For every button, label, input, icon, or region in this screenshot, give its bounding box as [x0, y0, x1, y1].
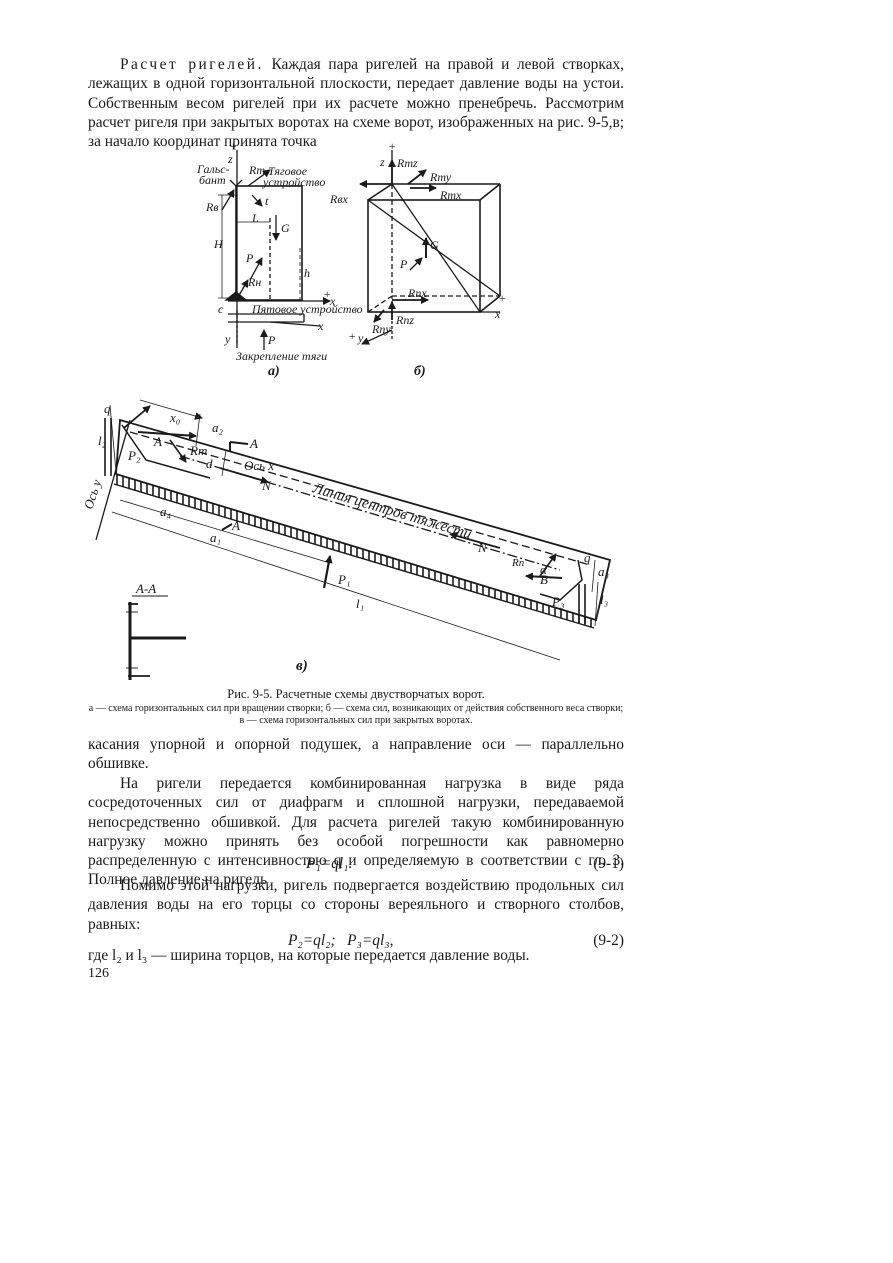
- figure-9-5: + z Гальс- бант Rт Тяговое устройство Rв…: [81, 139, 612, 680]
- figure-title: Рис. 9-5. Расчетные схемы двустворчатых …: [227, 687, 485, 701]
- fig-a-pull-device-2: устройство: [262, 175, 325, 189]
- fig-a-galsband: Гальс-: [196, 162, 230, 176]
- fig-a-plus: +: [229, 139, 237, 153]
- fig-a-rn: Rн: [247, 275, 261, 289]
- paragraph-longitudinal: Помимо этой нагрузки, ригель подвергаетс…: [88, 877, 624, 933]
- fig-a-label: а): [268, 364, 280, 379]
- fig-b-z: z: [379, 155, 385, 169]
- fig-c-q-left: q: [104, 401, 111, 416]
- fig-c-p2: P₂: [127, 448, 141, 463]
- subfigure-a-labels: + z Гальс- бант Rт Тяговое устройство Rв…: [196, 139, 363, 379]
- fig-a-galsband-2: бант: [199, 173, 226, 187]
- fig-c-n-right: N: [477, 540, 488, 555]
- fig-c-a3: a₃: [598, 564, 609, 579]
- fig-c-label: в): [296, 658, 308, 674]
- fig-b-plus-y: +: [348, 329, 356, 343]
- fig-c-n-top: N: [261, 478, 272, 493]
- fig-c-p3: P₃: [551, 594, 564, 609]
- fig-b-rtx: Rтх: [439, 188, 462, 202]
- fig-c-a-force: A: [153, 434, 162, 449]
- fig-b-rtz: Rтz: [396, 156, 418, 170]
- fig-b-x: x: [494, 307, 501, 321]
- fig-c-a-section-bottom: А: [231, 518, 240, 533]
- fig-b-rny: Rпу: [371, 322, 391, 336]
- fig-c-a2: a₂: [212, 420, 224, 435]
- fig-b-rnz: Rпz: [395, 313, 414, 327]
- fig-a-t: t: [265, 194, 269, 208]
- section-lead: Расчет ригелей.: [120, 56, 264, 73]
- fig-a-heel-device: Пятовое устройство: [251, 302, 363, 316]
- fig-a-h-small: h: [304, 266, 310, 280]
- fig-c-alpha: α: [540, 562, 548, 577]
- fig-b-rty: Rту: [429, 170, 452, 184]
- fig-c-axis-y: Ось y: [81, 477, 105, 510]
- fig-b-label: б): [414, 364, 426, 379]
- paragraph-intro: Расчет ригелей. Каждая пара ригелей на п…: [88, 55, 624, 151]
- fig-a-c: c: [218, 302, 224, 316]
- fig-b-p: P: [399, 257, 408, 271]
- paragraph-intro-text: Каждая пара ригелей на правой и левой ст…: [88, 56, 624, 151]
- fig-a-pull-device-1: Тяговое: [268, 164, 308, 178]
- paragraph-continuation: касания упорной и опорной подушек, а нап…: [88, 736, 624, 773]
- fig-c-x0: x₀: [169, 410, 180, 425]
- fig-c-section-label: А-А: [135, 581, 156, 596]
- fig-a-rb: Rв: [205, 200, 219, 214]
- fig-c-rn: Rп: [511, 557, 525, 569]
- paragraph-load: На ригели передается комбинированная наг…: [88, 775, 624, 889]
- fig-c-p1: P₁: [337, 572, 350, 587]
- fig-b-plus: +: [388, 139, 396, 153]
- formula-9-2-expression: P₂=ql₂; P₃=ql₃,: [288, 932, 394, 949]
- fig-a-g: G: [281, 221, 290, 235]
- formula-9-2: P₂=ql₂; P₃=ql₃, (9-2): [88, 931, 624, 951]
- formula-9-1-expression: P₁=ql₁.: [306, 855, 353, 872]
- fig-c-l2: l₂: [98, 433, 107, 448]
- formula-9-2-number: (9-2): [593, 932, 624, 949]
- fig-c-a1: a₁: [210, 530, 221, 545]
- subfigure-b-labels: + z Rтz Rту Rтх Rвх G P Rпх Rпу Rпz + x …: [329, 139, 506, 379]
- fig-b-y: y: [357, 331, 364, 345]
- fig-c-center-line: Линия центров тяжести: [310, 480, 473, 542]
- fig-a-x-2: x: [317, 319, 324, 333]
- fig-b-rex: Rвх: [329, 192, 349, 206]
- fig-a-h-big: H: [213, 237, 224, 251]
- fig-a-plus-x: +: [323, 287, 331, 301]
- fig-b-rnx: Rпх: [407, 286, 427, 300]
- fig-c-l1: l₁: [356, 596, 364, 611]
- fig-a-l: L: [251, 211, 259, 225]
- subfigure-a: [218, 150, 331, 350]
- fig-a-rod-fix: Закрепление тяги: [236, 349, 327, 363]
- subfigure-b: [359, 150, 501, 345]
- paragraph-where: где l₂ и l₃ — ширина торцов, на которые …: [88, 947, 530, 964]
- page-number: 126: [88, 966, 109, 981]
- formula-9-1: P₁=ql₁. (9-1): [88, 854, 624, 874]
- fig-a-z: z: [227, 152, 233, 166]
- fig-b-plus-x: +: [498, 291, 506, 305]
- fig-c-a4: a₄: [160, 504, 172, 519]
- fig-c-axis-x: Ось x: [244, 458, 274, 473]
- fig-c-q-right: q: [584, 550, 591, 565]
- fig-c-d: d: [206, 456, 213, 471]
- fig-c-b-force: B: [540, 572, 548, 587]
- formula-9-1-number: (9-1): [593, 855, 624, 872]
- fig-a-p-bottom: P: [267, 333, 276, 347]
- fig-a-y: y: [224, 332, 231, 346]
- fig-a-x: x: [329, 294, 336, 308]
- fig-b-g: G: [430, 238, 439, 252]
- subfigure-c: [95, 399, 612, 680]
- fig-a-rt: Rт: [248, 163, 265, 177]
- figure-caption: а — схема горизонтальных сил при вращени…: [88, 703, 624, 726]
- fig-c-l3: l₃: [600, 592, 608, 607]
- fig-c-a-section-top: А: [249, 436, 258, 451]
- fig-a-p: P: [245, 251, 254, 265]
- fig-c-rt: Rт: [189, 443, 207, 458]
